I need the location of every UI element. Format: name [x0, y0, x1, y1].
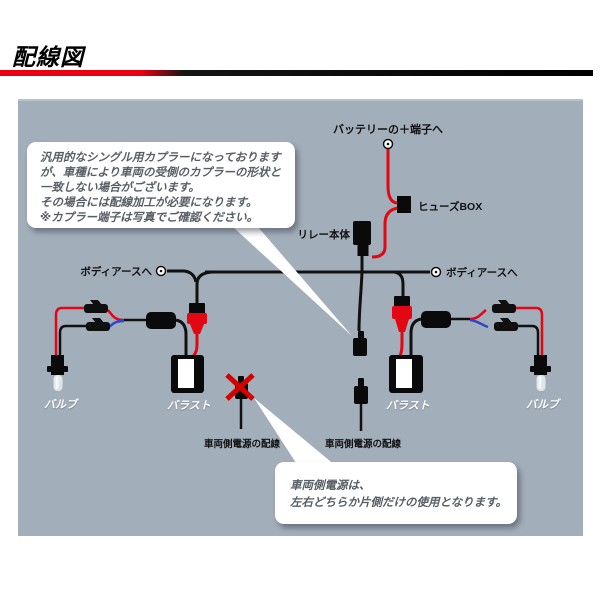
- callout-line: 一致しない場合がございます。: [40, 182, 200, 194]
- callout-line: ※カプラー端子は写真でご確認ください。: [40, 212, 259, 224]
- bulb-right-label: バルブ: [526, 399, 559, 411]
- relay-label: リレー本体: [297, 229, 351, 241]
- bulb-left-label: バルブ: [44, 399, 77, 411]
- page-title: 配線図: [12, 44, 84, 70]
- callout-power-note: 車両側電源は、 左右どちらか片側だけの使用となります。: [275, 462, 517, 524]
- ballast-left-label: バラスト: [167, 400, 211, 412]
- callout-line: 汎用的なシングル用カプラーになっております: [40, 152, 281, 164]
- fuse-box-label: ヒューズBOX: [418, 201, 483, 213]
- title-accent-bar: [0, 70, 593, 76]
- body-ground-left-label: ボディアースへ: [80, 266, 152, 278]
- callout-line: 左右どちらか片側だけの使用となります。: [290, 497, 508, 509]
- battery-terminal-label: バッテリーの＋端子へ: [333, 124, 443, 136]
- vehicle-power-left-label: 車両側電源の配線: [203, 439, 281, 450]
- vehicle-power-right-label: 車両側電源の配線: [324, 439, 402, 450]
- callout-line: 車両側電源は、: [290, 480, 371, 492]
- callout-coupler-note: 汎用的なシングル用カプラーになっております が、車種により車両の受側のカプラーの…: [27, 142, 295, 228]
- callout-line: その場合には配線加工が必要になります。: [40, 197, 258, 209]
- callout-line: が、車種により車両の受側のカプラーの形状と: [40, 167, 282, 179]
- body-ground-right-label: ボディアースへ: [446, 267, 518, 279]
- ballast-right-label: バラスト: [386, 400, 430, 412]
